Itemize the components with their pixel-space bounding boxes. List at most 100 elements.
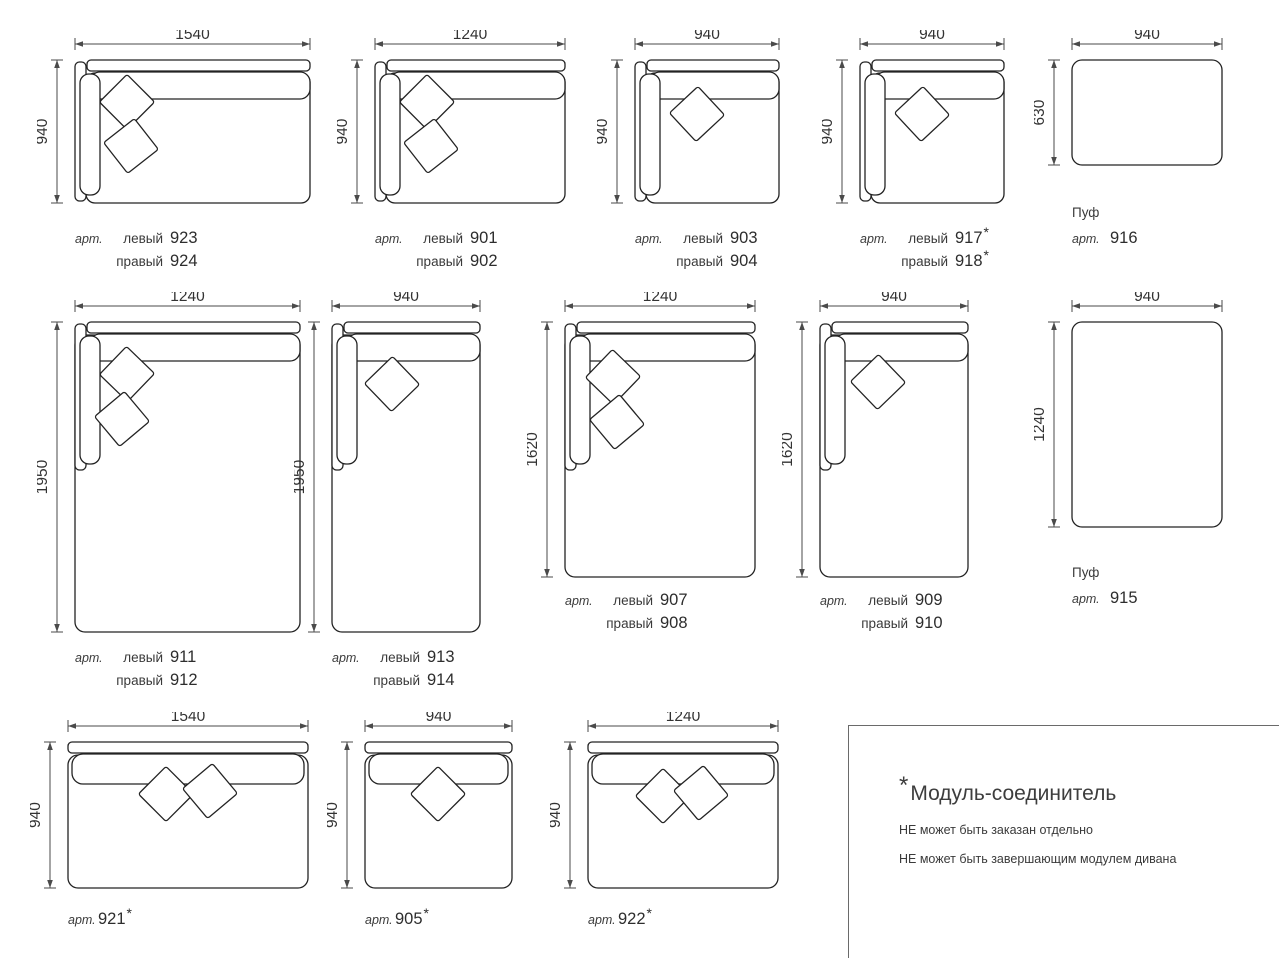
height-value: 1620 (527, 432, 541, 467)
back-cushion (346, 333, 481, 362)
pouf-body (1071, 59, 1223, 166)
connector-note-box: *Модуль-соединитель НЕ может быть заказа… (848, 725, 1279, 958)
left-word: левый (380, 650, 420, 665)
width-dimension: 1240 (374, 30, 566, 50)
width-dimension: 940 (819, 292, 969, 312)
width-dimension: 940 (634, 30, 780, 50)
module-label: арт.921* (68, 905, 312, 931)
arm-cushion (79, 73, 101, 196)
width-value: 940 (919, 30, 945, 43)
left-word: левый (683, 231, 723, 246)
height-value: 1620 (782, 432, 796, 467)
back-cushion (71, 753, 305, 785)
height-value: 1950 (294, 459, 308, 494)
arm-cushion (379, 73, 401, 196)
sofa-top-view (374, 59, 566, 204)
module-921-drawing: 1540 940 (30, 712, 309, 889)
right-number: 924 (170, 252, 198, 270)
art-label: арт. (1072, 232, 1100, 246)
width-value: 940 (881, 292, 907, 305)
height-value: 940 (597, 118, 611, 144)
arm-cushion (79, 335, 101, 465)
height-dimension: 940 (30, 741, 56, 889)
sofa-top-view (364, 741, 513, 889)
height-dimension: 940 (337, 59, 363, 204)
sofa-top-view (331, 321, 481, 633)
right-number: 918* (955, 247, 989, 270)
back-panel (86, 321, 301, 334)
right-word: правый (373, 673, 420, 688)
left-word: левый (123, 650, 163, 665)
module-907-drawing: 1240 1620 (527, 292, 756, 578)
right-number: 912 (170, 671, 198, 689)
width-value: 1240 (170, 292, 205, 305)
height-value: 940 (822, 118, 836, 144)
pillow-1 (138, 766, 194, 822)
width-dimension: 940 (331, 292, 481, 312)
sofa-top-view (859, 59, 1005, 204)
height-dimension: 940 (822, 59, 848, 204)
sofa-top-view (74, 321, 301, 633)
width-value: 940 (393, 292, 419, 305)
right-word: правый (416, 254, 463, 269)
pillow-1 (850, 354, 906, 410)
width-value: 940 (426, 712, 452, 725)
back-cushion (874, 71, 1005, 100)
right-word: правый (606, 616, 653, 631)
module-922-drawing: 1240 940 (550, 712, 779, 889)
height-dimension: 1620 (527, 321, 553, 578)
width-value: 1540 (175, 30, 210, 43)
pouf-915-drawing: 940 1240 (1034, 292, 1223, 528)
left-word: левый (908, 231, 948, 246)
width-value: 940 (1134, 292, 1160, 305)
height-dimension: 940 (327, 741, 353, 889)
width-dimension: 940 (364, 712, 513, 732)
height-dimension: 1950 (37, 321, 63, 633)
arm-cushion (824, 335, 846, 465)
sofa-top-view (74, 59, 311, 204)
back-panel (646, 59, 780, 72)
right-word: правый (861, 616, 908, 631)
arm-cushion (639, 73, 661, 196)
width-dimension: 1240 (74, 292, 301, 312)
pillow-1 (410, 766, 466, 822)
sofa-top-view (634, 59, 780, 204)
arm-cushion (336, 335, 358, 465)
pillow-1 (635, 768, 691, 824)
art-label: арт. (68, 913, 96, 927)
note-line-1: НЕ может быть заказан отдельно (899, 823, 1093, 837)
asterisk-icon: * (899, 772, 909, 799)
art-number: 921* (98, 905, 132, 928)
width-value: 940 (694, 30, 720, 43)
height-value: 940 (37, 118, 51, 144)
pillow-1 (669, 86, 725, 142)
sofa-top-view (564, 321, 756, 578)
width-dimension: 940 (1071, 30, 1223, 50)
height-dimension: 1240 (1034, 321, 1060, 528)
left-number: 903 (730, 229, 758, 247)
width-dimension: 1240 (564, 292, 756, 312)
module-card-916: 940 630 Пуф арт.916 (1034, 30, 1226, 250)
module-card-905: 940 940 арт.905* (327, 712, 516, 931)
art-label: арт. (75, 232, 103, 246)
art-label: арт. (75, 651, 103, 665)
pouf-body (1071, 321, 1223, 528)
height-value: 940 (30, 802, 44, 828)
width-value: 1240 (643, 292, 678, 305)
pillow-1 (894, 86, 950, 142)
height-dimension: 630 (1034, 59, 1060, 166)
module-911-drawing: 1240 1950 (37, 292, 301, 633)
pouf-name: Пуф (1072, 565, 1100, 580)
width-dimension: 1540 (67, 712, 309, 732)
module-901-drawing: 1240 940 (337, 30, 566, 204)
star-mark: * (983, 247, 989, 263)
back-cushion (649, 71, 780, 100)
module-917-drawing: 940 940 (822, 30, 1005, 204)
width-dimension: 940 (859, 30, 1005, 50)
